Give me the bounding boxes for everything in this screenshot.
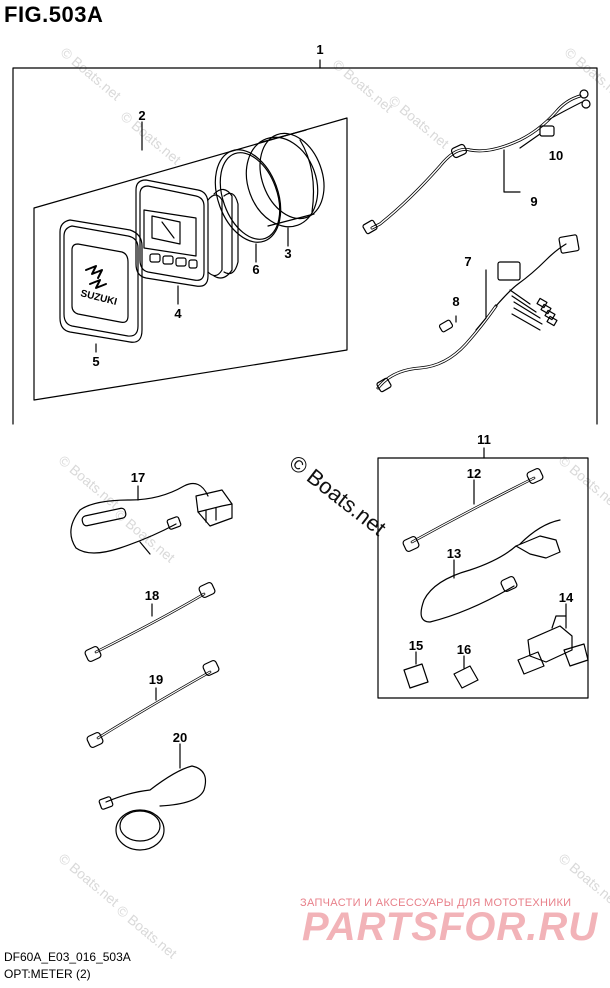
callout-11: 11 bbox=[477, 432, 491, 447]
backbone-cable-19 bbox=[86, 659, 220, 749]
sensor-cable-17 bbox=[70, 483, 233, 555]
o-ring bbox=[214, 149, 282, 263]
bezel-cover: SUZUKI bbox=[59, 219, 143, 353]
callout-6: 6 bbox=[252, 262, 259, 277]
callout-10: 10 bbox=[549, 148, 563, 163]
callout-17: 17 bbox=[131, 470, 145, 485]
callout-9: 9 bbox=[530, 194, 537, 209]
group-1-bracket bbox=[12, 59, 598, 425]
callout-16: 16 bbox=[457, 642, 471, 657]
callout-8: 8 bbox=[452, 294, 459, 309]
gps-sensor-20 bbox=[98, 743, 207, 851]
nmea-kit-box bbox=[377, 447, 589, 699]
harness-7 bbox=[376, 234, 580, 393]
meter-unit bbox=[135, 179, 239, 305]
meter-assembly-box bbox=[33, 117, 348, 401]
callout-14: 14 bbox=[559, 590, 574, 605]
terminator-15 bbox=[403, 651, 429, 689]
callout-15: 15 bbox=[409, 638, 423, 653]
callout-1: 1 bbox=[316, 42, 323, 57]
callout-3: 3 bbox=[284, 246, 291, 261]
retaining-nut bbox=[245, 129, 325, 247]
diagram-code: DF60A_E03_016_503A bbox=[4, 950, 131, 964]
callout-4: 4 bbox=[174, 306, 182, 321]
callout-12: 12 bbox=[467, 466, 481, 481]
figure-title: FIG.503A bbox=[4, 2, 104, 27]
callout-7: 7 bbox=[464, 254, 471, 269]
drop-cable-12 bbox=[402, 467, 544, 553]
shop-logo: PARTSFOR.RU bbox=[302, 905, 599, 949]
t-connector-14 bbox=[517, 603, 589, 675]
logo-text: SUZUKI bbox=[79, 288, 118, 308]
backbone-cable-18 bbox=[84, 581, 216, 663]
terminator-16 bbox=[453, 655, 479, 689]
shop-tagline: ЗАПЧАСТИ И АКСЕССУАРЫ ДЛЯ МОТОТЕХНИКИ bbox=[300, 897, 572, 909]
callout-5: 5 bbox=[92, 354, 99, 369]
power-cable-13 bbox=[420, 519, 561, 623]
diagram-subtitle: OPT:METER (2) bbox=[4, 967, 91, 981]
harness-9 bbox=[362, 89, 591, 235]
callout-18: 18 bbox=[145, 588, 159, 603]
callout-2: 2 bbox=[138, 108, 145, 123]
callout-13: 13 bbox=[447, 546, 461, 561]
callout-20: 20 bbox=[173, 730, 187, 745]
callout-19: 19 bbox=[149, 672, 163, 687]
